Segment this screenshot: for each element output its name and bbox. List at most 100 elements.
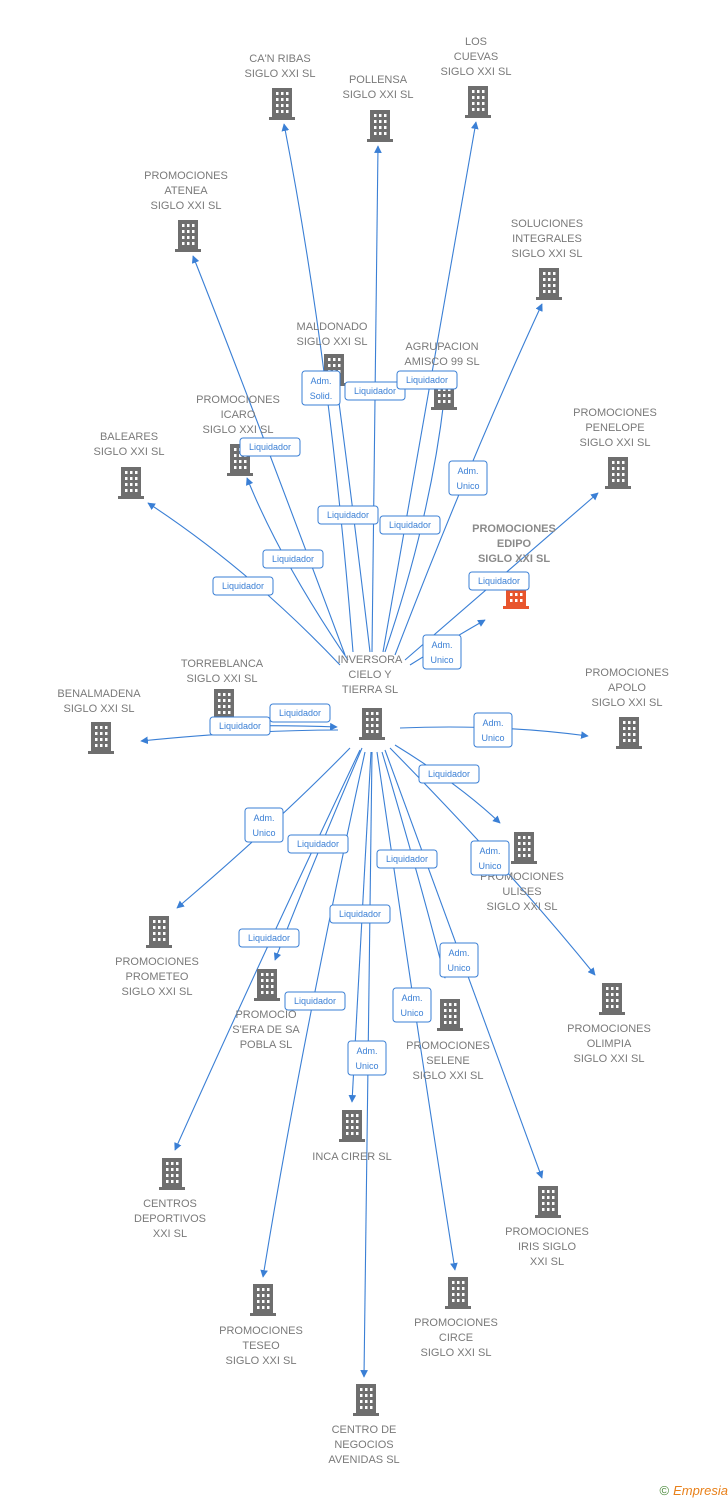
edges-layer [140,121,599,1378]
role-tag-text: Liquidador [249,442,291,452]
edge-centro-negocios [360,751,373,1378]
role-tag[interactable]: Liquidador [287,834,349,854]
role-tag-text: Unico [430,655,453,665]
company-baleares-building-icon[interactable] [118,467,144,499]
role-tag-text: Unico [355,1061,378,1071]
role-tag[interactable]: Adm. Unico [439,942,479,978]
role-tag-text: Liquidador [354,386,396,396]
role-tag[interactable]: Adm.Unico [392,987,432,1023]
role-tag[interactable]: Liquidador [239,437,301,457]
role-tag[interactable]: Liquidador [376,849,438,869]
company-los-cuevas-building-icon[interactable] [465,86,491,118]
company-inca-building-icon[interactable] [339,1110,365,1142]
edge-teseo [260,751,366,1278]
role-tag[interactable]: Liquidador [212,576,274,596]
role-tag[interactable]: Liquidador [418,764,480,784]
role-tag-text: Liquidador [428,769,470,779]
role-tag[interactable]: Liquidador [238,928,300,948]
company-penelope-building-icon[interactable] [605,457,631,489]
edge-ulises [394,744,501,824]
company-teseo-building-icon[interactable] [250,1284,276,1316]
role-tag[interactable]: Liquidador [262,549,324,569]
role-tag-text: Liquidador [279,708,321,718]
company-soluciones-building-icon[interactable] [536,268,562,300]
role-tag-text: Adm. [479,846,500,856]
role-tag[interactable]: Liquidador [329,904,391,924]
role-tag[interactable]: Liquidador [379,515,441,535]
company-benalmadena-building-icon[interactable] [88,722,114,754]
role-tag[interactable]: Liquidador [209,716,271,736]
copyright-icon: © [659,1483,670,1498]
role-tag[interactable]: Liquidador [269,703,331,723]
role-tag[interactable]: Liquidador [284,991,346,1011]
role-tag[interactable]: Adm. Unico [470,840,510,876]
role-tag[interactable]: Liquidador [468,571,530,591]
role-tag[interactable]: Adm. Unico [448,460,488,496]
edge-centros [174,749,361,1151]
role-tag-text: Unico [456,481,479,491]
company-selene-building-icon[interactable] [437,999,463,1031]
role-tag-text: Adm. [457,466,478,476]
role-tag[interactable]: Adm.Unico [244,807,284,843]
role-tag-text: Unico [478,861,501,871]
company-olimpia-building-icon[interactable] [599,983,625,1015]
edge-selene [381,751,448,979]
company-prometeo-building-icon[interactable] [146,916,172,948]
role-tag[interactable]: Adm.Unico [473,712,513,748]
edge-atenea [191,255,346,656]
company-iris-building-icon[interactable] [535,1186,561,1218]
company-can-ribas-building-icon[interactable] [269,88,295,120]
role-tag-text: Liquidador [219,721,261,731]
role-tag-text: Liquidador [327,510,369,520]
footer-brand[interactable]: ©Empresia [659,1483,728,1498]
role-tag-text: Unico [481,733,504,743]
role-tag-text: Adm. [448,948,469,958]
role-tag[interactable]: Adm. Unico [422,634,462,670]
company-torreblanca-building-icon[interactable] [211,689,237,721]
role-tag-text: Adm. [356,1046,377,1056]
company-circe-building-icon[interactable] [445,1277,471,1309]
role-tag[interactable]: Liquidador [396,370,458,390]
company-centros-building-icon[interactable] [159,1158,185,1190]
company-centro-negocios-building-icon[interactable] [353,1384,379,1416]
company-atenea-building-icon[interactable] [175,220,201,252]
company-pollensa-building-icon[interactable] [367,110,393,142]
edge-icaro [246,477,349,661]
center-company-building-icon[interactable] [359,708,385,740]
role-tag-text: Adm. [253,813,274,823]
role-tag-text: Liquidador [248,933,290,943]
role-tag-text: Liquidador [222,581,264,591]
company-ulises-building-icon[interactable] [511,832,537,864]
role-tag-text: Adm. [431,640,452,650]
role-tag-text: Adm. [401,993,422,1003]
role-tag-text: Liquidador [478,576,520,586]
company-inca-label: INCA CIRER SL [312,1151,391,1163]
role-tag[interactable]: Liquidador [344,381,406,401]
role-tag-text: Unico [447,963,470,973]
edge-circe [376,751,458,1271]
role-tag[interactable]: Adm.Solid. [301,370,341,406]
company-sera-building-icon[interactable] [254,969,280,1001]
company-apolo-building-icon[interactable] [616,717,642,749]
role-tag[interactable]: Liquidador [317,505,379,525]
role-tag[interactable]: Adm. Unico [347,1040,387,1076]
